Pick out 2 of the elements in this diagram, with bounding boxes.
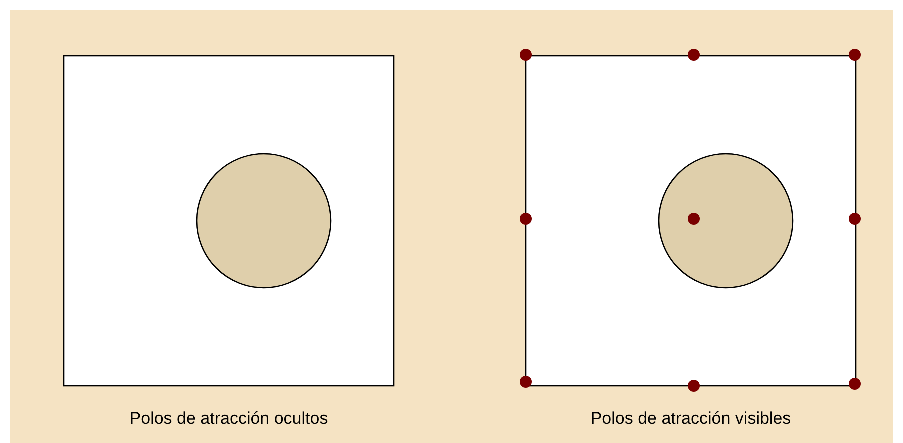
caption: Polos de atracción ocultos	[130, 409, 328, 429]
caption: Polos de atracción visibles	[590, 409, 792, 429]
